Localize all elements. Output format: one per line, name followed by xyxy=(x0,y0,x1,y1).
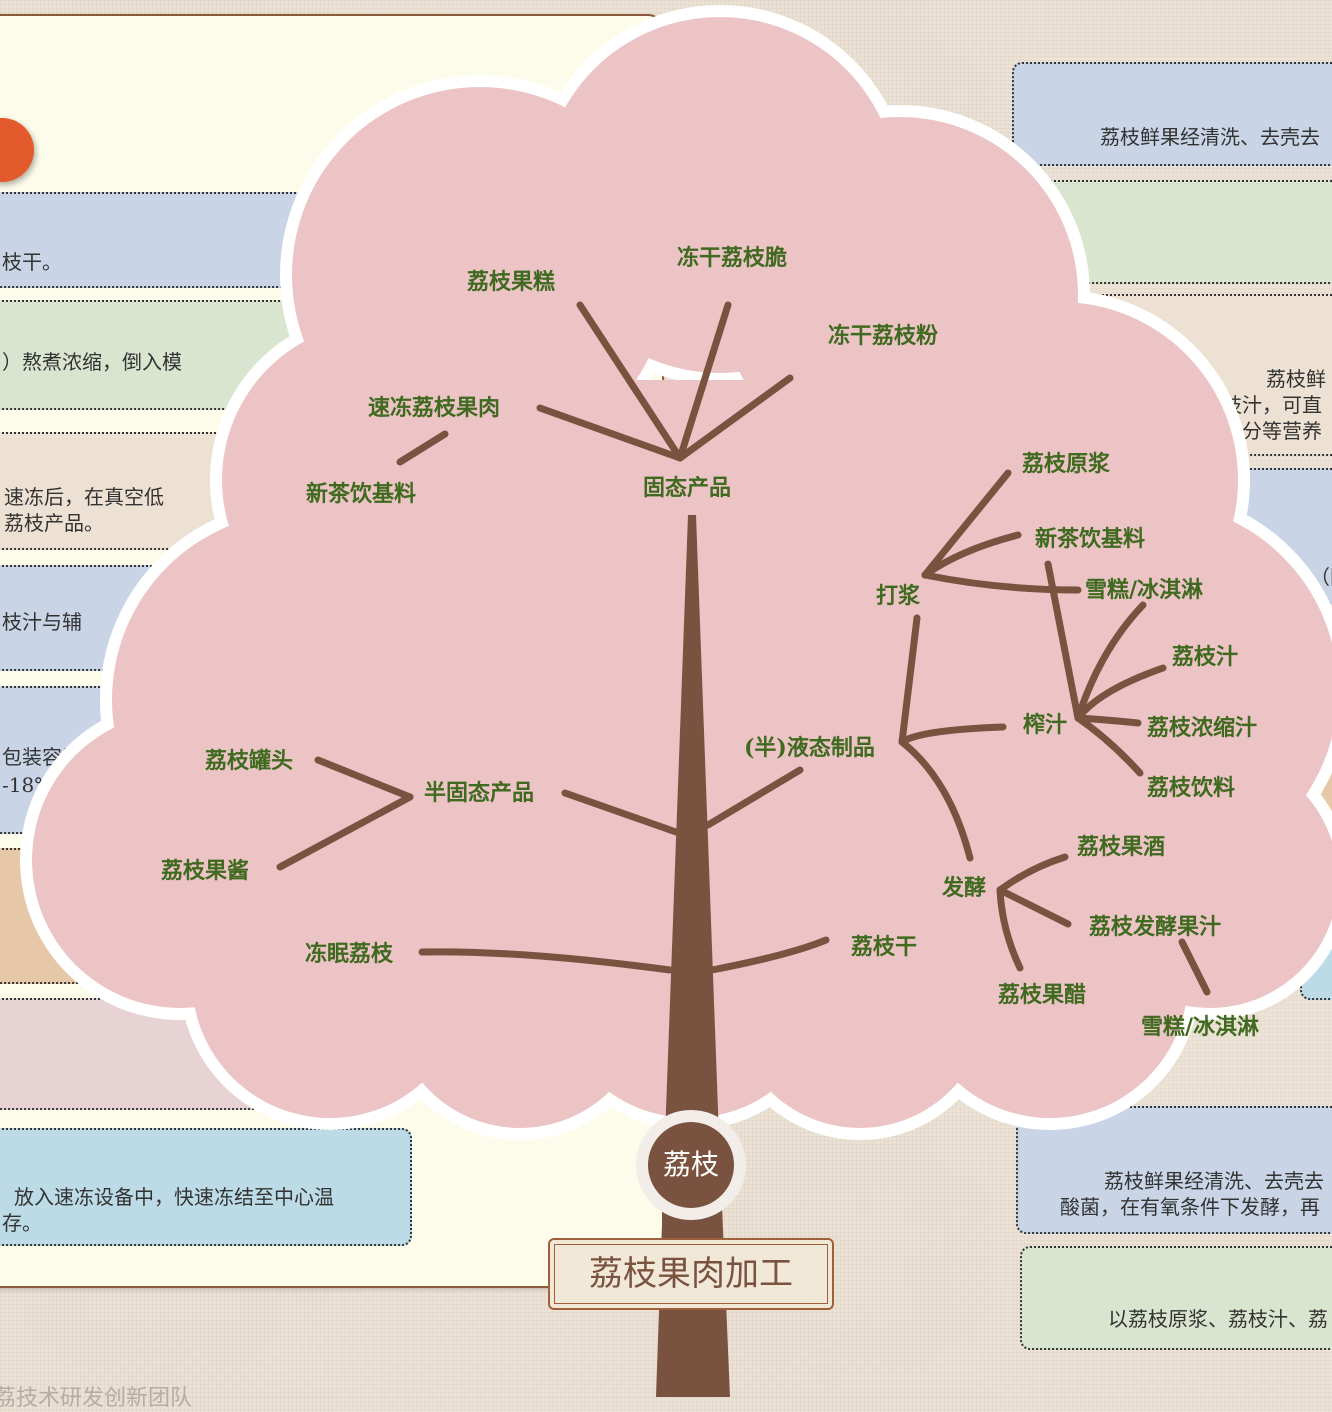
right-panel-8: 以荔枝原浆、荔枝汁、荔 xyxy=(1020,1246,1332,1350)
node-liquid-products: (半)液态制品 xyxy=(744,735,875,761)
node-dried-lychee: 荔枝干 xyxy=(851,934,918,960)
footer-credit: 荔技术研发创新团队 xyxy=(0,1386,193,1411)
right-panel-1: 荔枝鲜果经清洗、去壳去 xyxy=(1012,62,1332,166)
node-pulping: 打浆 xyxy=(876,583,921,609)
left-panel-4-text: 枝汁与辅 xyxy=(2,610,82,634)
left-panel-3-line1: 速冻后，在真空低 xyxy=(4,485,164,509)
node-juice: 荔枝汁 xyxy=(1172,644,1239,670)
left-panel-8: 放入速冻设备中，快速冻结至中心温 存。 xyxy=(0,1128,412,1246)
node-fermentation: 发酵 xyxy=(942,875,987,901)
root-node: 荔枝 xyxy=(636,1110,746,1220)
right-panel-3-line1: 荔枝鲜 xyxy=(1266,367,1326,391)
left-panel-3-line2: 荔枝产品。 xyxy=(4,511,104,535)
node-semi-solid-products: 半固态产品 xyxy=(424,780,535,806)
node-lychee-jam: 荔枝果酱 xyxy=(161,858,250,884)
node-ice-cream-2: 雪糕/冰淇淋 xyxy=(1141,1014,1260,1040)
right-panel-8-text: 以荔枝原浆、荔枝汁、荔 xyxy=(1108,1307,1328,1331)
node-tea-base-1: 新茶饮基料 xyxy=(306,481,417,507)
node-lychee-cake: 荔枝果糕 xyxy=(467,269,556,295)
node-vinegar: 荔枝果醋 xyxy=(998,982,1087,1008)
tree-branches xyxy=(276,301,1211,996)
left-panel-2-text: ）熬煮浓缩，倒入模 xyxy=(2,350,182,374)
node-puree: 荔枝原浆 xyxy=(1022,451,1111,477)
node-concentrate: 荔枝浓缩汁 xyxy=(1147,715,1258,741)
right-panel-3-line2: 枝汁，可直 xyxy=(1222,393,1322,417)
right-panel-1-text: 荔枝鲜果经清洗、去壳去 xyxy=(1100,125,1320,149)
root-label: 荔枝 xyxy=(648,1122,734,1208)
node-freeze-dried-powder: 冻干荔枝粉 xyxy=(828,323,939,349)
node-wine: 荔枝果酒 xyxy=(1077,834,1166,860)
left-panel-8-line1: 放入速冻设备中，快速冻结至中心温 xyxy=(14,1185,334,1209)
crown-fill xyxy=(32,17,1332,1128)
node-tea-base-2: 新茶饮基料 xyxy=(1035,526,1146,552)
left-panel-1-text: 枝干。 xyxy=(2,250,62,274)
right-panel-7-line2: 酸菌，在有氧条件下发酵，再 xyxy=(1060,1195,1320,1219)
left-panel-8-line2: 存。 xyxy=(2,1211,42,1235)
node-juicing: 榨汁 xyxy=(1023,712,1068,738)
node-dormant-lychee: 冻眠荔枝 xyxy=(305,941,394,967)
right-panel-7-line1: 荔枝鲜果经清洗、去壳去 xyxy=(1104,1169,1324,1193)
node-solid-products: 固态产品 xyxy=(643,475,732,501)
node-ice-cream-1: 雪糕/冰淇淋 xyxy=(1085,577,1204,603)
node-canned-lychee: 荔枝罐头 xyxy=(205,748,294,774)
node-beverage: 荔枝饮料 xyxy=(1147,775,1236,801)
node-fermented-juice: 荔枝发酵果汁 xyxy=(1089,914,1222,940)
node-freeze-dried-crisp: 冻干荔枝脆 xyxy=(677,245,788,271)
diagram-title: 荔枝果肉加工 xyxy=(548,1238,834,1310)
node-quick-frozen-pulp: 速冻荔枝果肉 xyxy=(368,395,501,421)
